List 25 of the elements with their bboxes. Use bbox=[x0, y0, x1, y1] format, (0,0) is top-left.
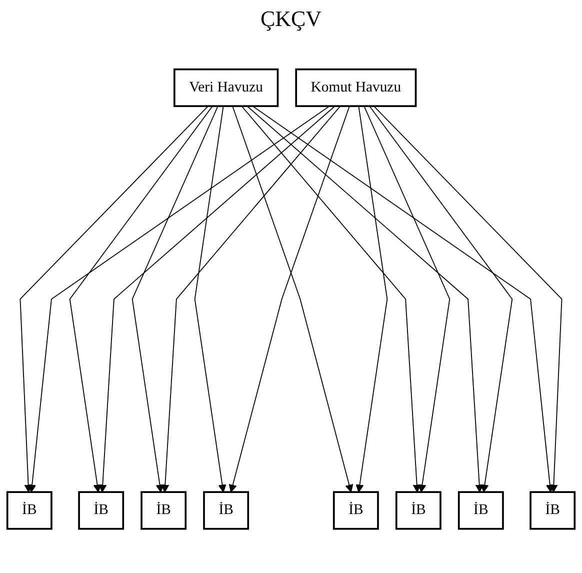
arrow bbox=[69, 106, 213, 492]
diagram-title: ÇKÇV bbox=[259, 6, 323, 32]
node-box: İB bbox=[395, 491, 442, 530]
arrow bbox=[246, 106, 484, 492]
node-box: İB bbox=[140, 491, 187, 530]
node-box: Komut Havuzu bbox=[295, 68, 417, 107]
arrow bbox=[194, 106, 226, 492]
arrow bbox=[132, 106, 218, 492]
arrow bbox=[28, 106, 330, 492]
arrow bbox=[98, 106, 336, 492]
arrow bbox=[356, 106, 388, 492]
arrow bbox=[241, 106, 421, 492]
arrow bbox=[252, 106, 554, 492]
node-box: İB bbox=[332, 491, 379, 530]
arrow bbox=[20, 106, 209, 492]
arrow bbox=[161, 106, 341, 492]
node-box: İB bbox=[530, 491, 576, 530]
arrow bbox=[373, 106, 562, 492]
node-box: İB bbox=[6, 491, 52, 530]
node-box: İB bbox=[78, 491, 124, 530]
arrow bbox=[364, 106, 450, 492]
node-box: İB bbox=[458, 491, 504, 530]
node-box: İB bbox=[203, 491, 250, 530]
node-box: Veri Havuzu bbox=[174, 68, 279, 107]
arrow bbox=[369, 106, 513, 492]
